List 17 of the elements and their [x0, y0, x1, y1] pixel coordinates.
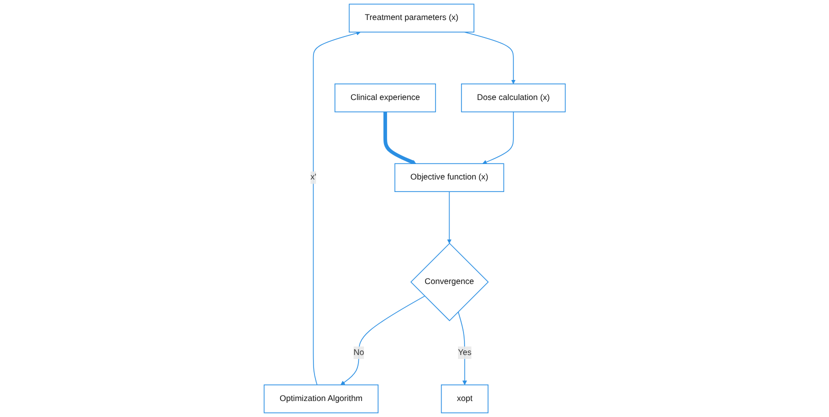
arrow	[446, 191, 452, 244]
edge-label: Yes	[458, 348, 472, 357]
node-box: Treatment parameters (x)	[348, 4, 474, 33]
node-box: Objective function (x)	[394, 163, 504, 192]
node-box: Optimization Algorithm	[264, 384, 378, 414]
arrow	[458, 311, 467, 386]
arrow	[383, 112, 416, 165]
arrow	[312, 31, 361, 386]
node-diamond: Convergence	[410, 242, 489, 322]
edge-label: No	[353, 348, 364, 357]
arrow	[482, 111, 514, 164]
node-box: Dose calculation (x)	[460, 84, 566, 112]
arrow	[340, 296, 425, 386]
edge-label: x'	[310, 172, 316, 182]
arrow	[464, 32, 516, 84]
node-box: xopt	[440, 384, 488, 414]
node-box: Clinical experience	[334, 84, 436, 112]
